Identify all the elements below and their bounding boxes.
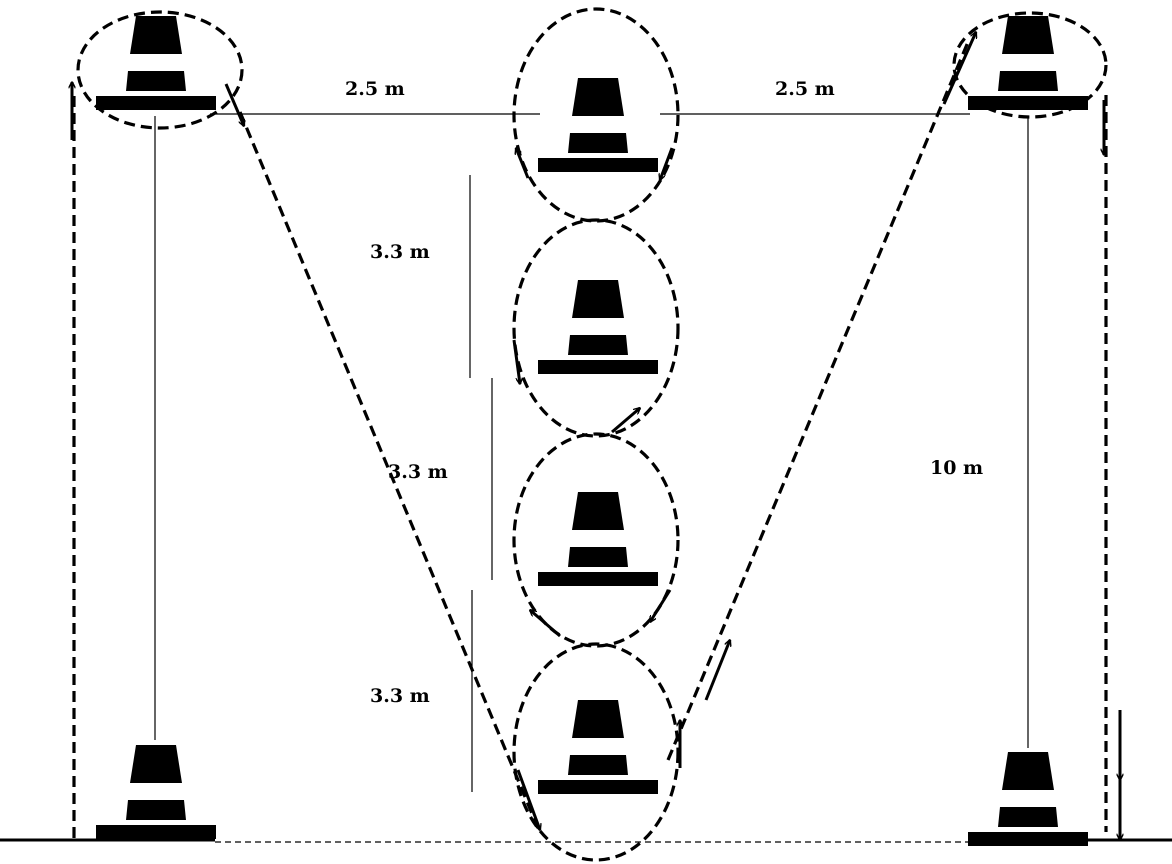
arrow-loop-3-left (530, 610, 561, 638)
label-segment-1: 3.3 m (370, 241, 430, 263)
cone-bottom-left (96, 745, 216, 839)
path-right-diagonal (666, 41, 970, 761)
label-total-length: 10 m (930, 457, 983, 479)
cone-center-3 (538, 492, 658, 586)
path-loop-center-1 (512, 7, 680, 223)
cone-bottom-right (968, 752, 1088, 846)
arrow-up-right-low (704, 640, 730, 701)
arrow-loop-1-left (516, 148, 530, 179)
path-loop-center-3 (512, 432, 680, 648)
cone-center-2 (538, 280, 658, 374)
path-left-diagonal (238, 111, 540, 829)
label-segment-3: 3.3 m (370, 685, 430, 707)
arrow-down-bottom-cone (516, 769, 540, 830)
arrow-loop-2-left (512, 339, 520, 384)
arrow-loop-3-right (648, 589, 672, 622)
path-loop-center-4 (512, 642, 680, 862)
arrow-loop-1-right (660, 147, 674, 180)
arrow-down-top-left (224, 83, 244, 126)
label-segment-2: 3.3 m (388, 461, 448, 483)
label-top-left-distance: 2.5 m (345, 78, 405, 100)
cone-center-1 (538, 78, 658, 172)
path-loop-top-left (76, 10, 244, 130)
cone-top-right (968, 16, 1088, 110)
path-loop-center-2 (512, 218, 680, 438)
label-top-right-distance: 2.5 m (775, 78, 835, 100)
arrow-up-right-top (942, 32, 978, 105)
cone-top-left (96, 16, 216, 110)
arrow-loop-2-right (611, 408, 640, 434)
path-loop-top-right (952, 11, 1108, 119)
cone-center-4 (538, 700, 658, 794)
